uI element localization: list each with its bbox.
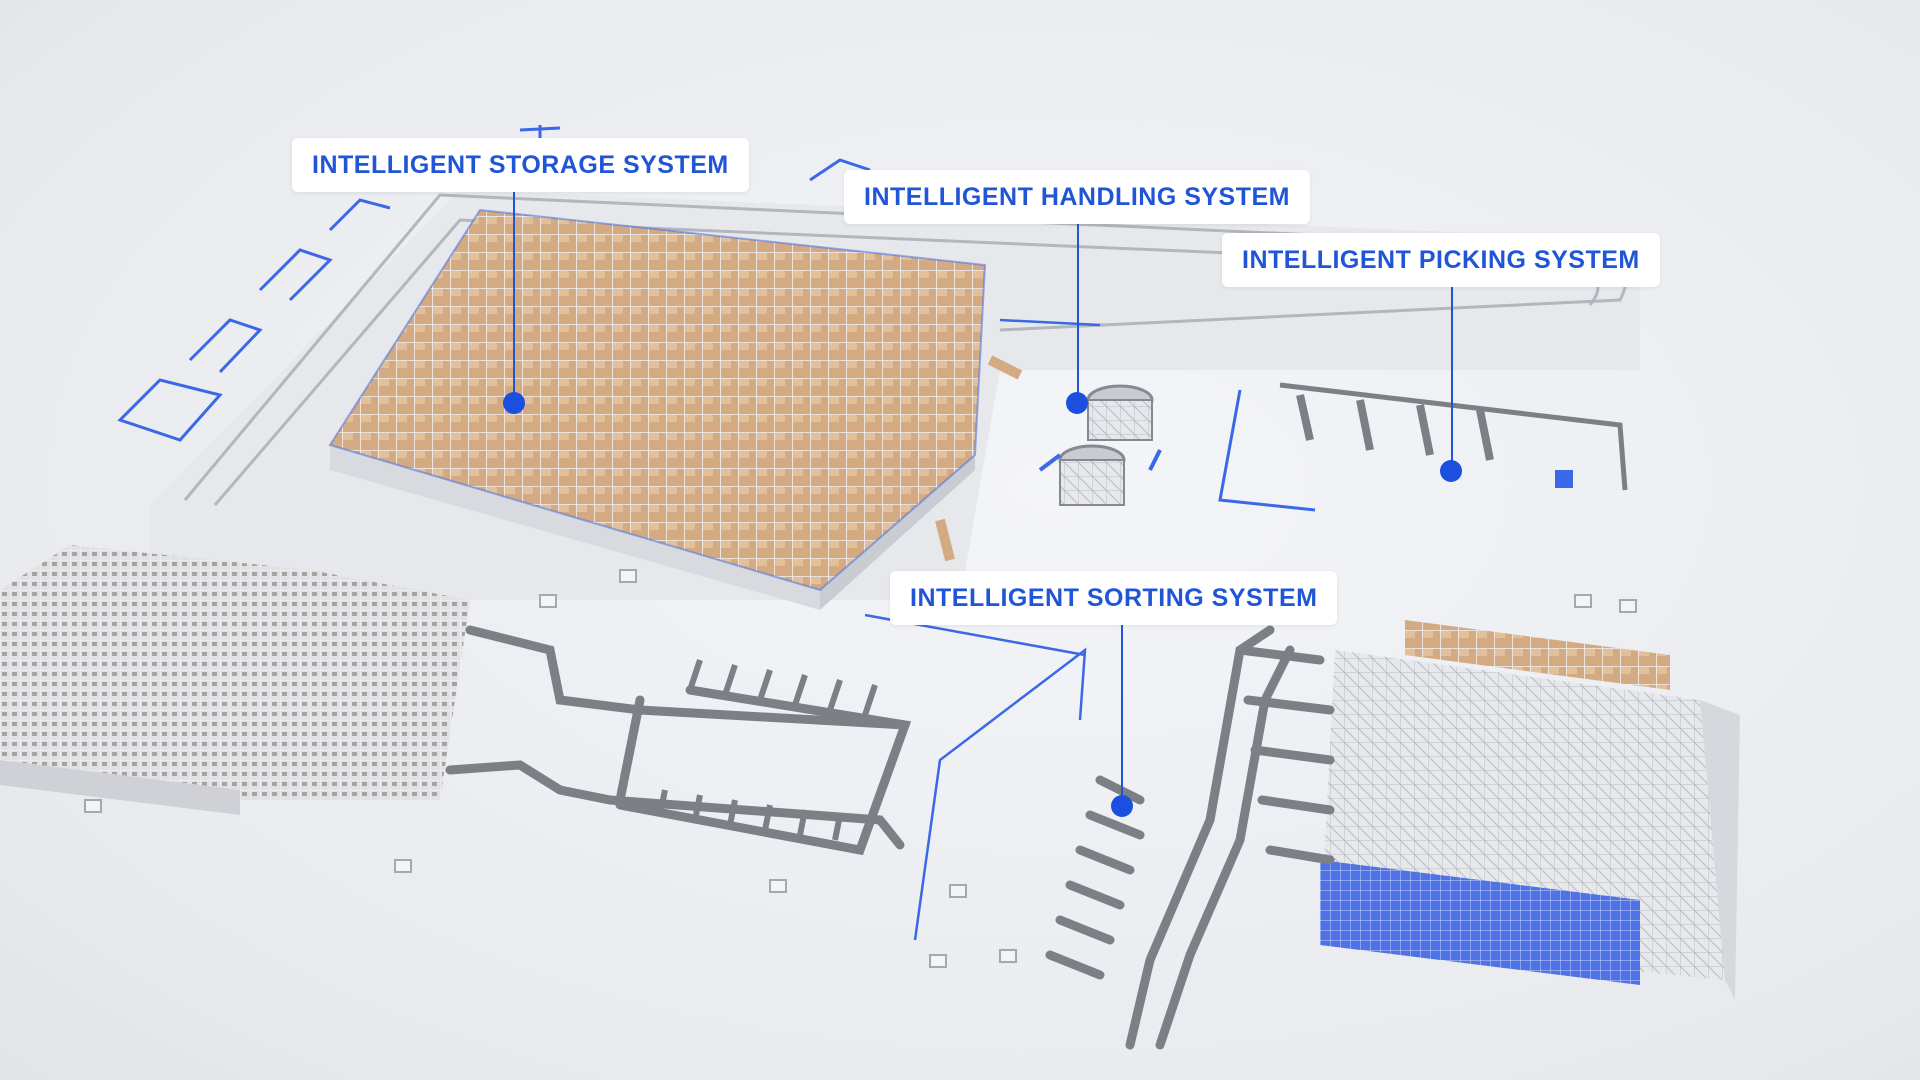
handling-marker-dot[interactable] [1066, 392, 1088, 414]
sorting-marker-dot[interactable] [1111, 795, 1133, 817]
storage-marker-dot[interactable] [503, 392, 525, 414]
storage-rack-block [328, 208, 987, 610]
sorting-leader-line [1121, 624, 1123, 806]
picking-leader-line [1451, 286, 1453, 466]
grey-rack-block-left [0, 545, 470, 815]
dock-stations-left [117, 125, 871, 442]
handling-towers [935, 355, 1162, 562]
center-sorter-conveyor [1045, 625, 1335, 1050]
carton-row [1405, 620, 1670, 690]
picking-system-callout[interactable]: INTELLIGENT PICKING SYSTEM [1222, 233, 1660, 287]
storage-system-callout[interactable]: INTELLIGENT STORAGE SYSTEM [292, 138, 749, 192]
handling-system-callout[interactable]: INTELLIGENT HANDLING SYSTEM [844, 170, 1310, 224]
left-sorter-chutes [657, 659, 878, 841]
handling-leader-line [1077, 222, 1079, 402]
picking-stations [1218, 382, 1628, 512]
left-sorter-conveyor [445, 625, 912, 856]
sorting-system-callout[interactable]: INTELLIGENT SORTING SYSTEM [890, 571, 1338, 625]
agv-robots [84, 569, 1637, 968]
picking-marker-dot[interactable] [1440, 460, 1462, 482]
storage-leader-line [513, 185, 515, 405]
right-rack-block [1320, 650, 1740, 1000]
